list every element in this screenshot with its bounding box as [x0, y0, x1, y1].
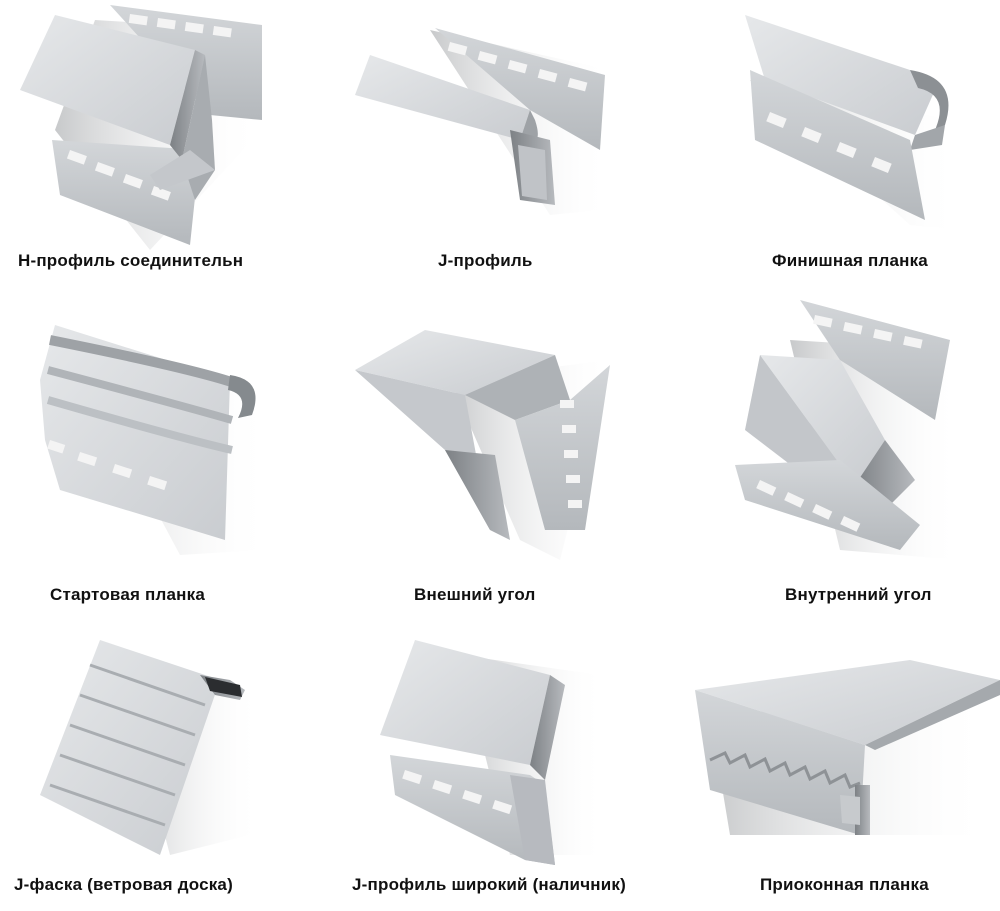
profile-card-starter-strip: Стартовая планка: [0, 300, 330, 610]
profile-label: J-профиль: [438, 251, 533, 270]
j-chamfer-icon: [40, 640, 260, 855]
profile-card-finish-strip: Финишная планка: [660, 0, 1000, 280]
finish-strip-icon: [745, 15, 960, 230]
profile-card-j-profile: J-профиль: [330, 0, 660, 280]
profile-label: J-профиль широкий (наличник): [352, 875, 626, 894]
profile-label: Финишная планка: [772, 251, 928, 270]
profile-card-outer-corner: Внешний угол: [330, 300, 660, 610]
profile-card-inner-corner: Внутренний угол: [660, 300, 1000, 610]
profile-card-wide-j-profile: J-профиль широкий (наличник): [330, 635, 670, 911]
wide-j-profile-icon: [380, 640, 605, 865]
inner-corner-icon: [735, 300, 960, 560]
profile-card-j-chamfer: J-фаска (ветровая доска): [0, 635, 330, 911]
profile-label: Стартовая планка: [50, 585, 205, 604]
window-strip-icon: [695, 660, 1000, 835]
starter-strip-icon: [40, 325, 270, 555]
profile-label: Н-профиль соединительн: [18, 251, 244, 270]
outer-corner-icon: [355, 330, 610, 560]
profile-label: Приоконная планка: [760, 875, 929, 894]
profile-label: J-фаска (ветровая доска): [14, 875, 233, 894]
profile-label: Внешний угол: [414, 585, 536, 604]
profile-card-h-profile: Н-профиль соединительн: [0, 0, 330, 280]
j-profile-icon: [355, 28, 610, 215]
h-profile-icon: [20, 5, 262, 250]
profile-card-window-strip: Приоконная планка: [670, 635, 1000, 911]
profile-label: Внутренний угол: [785, 585, 932, 604]
